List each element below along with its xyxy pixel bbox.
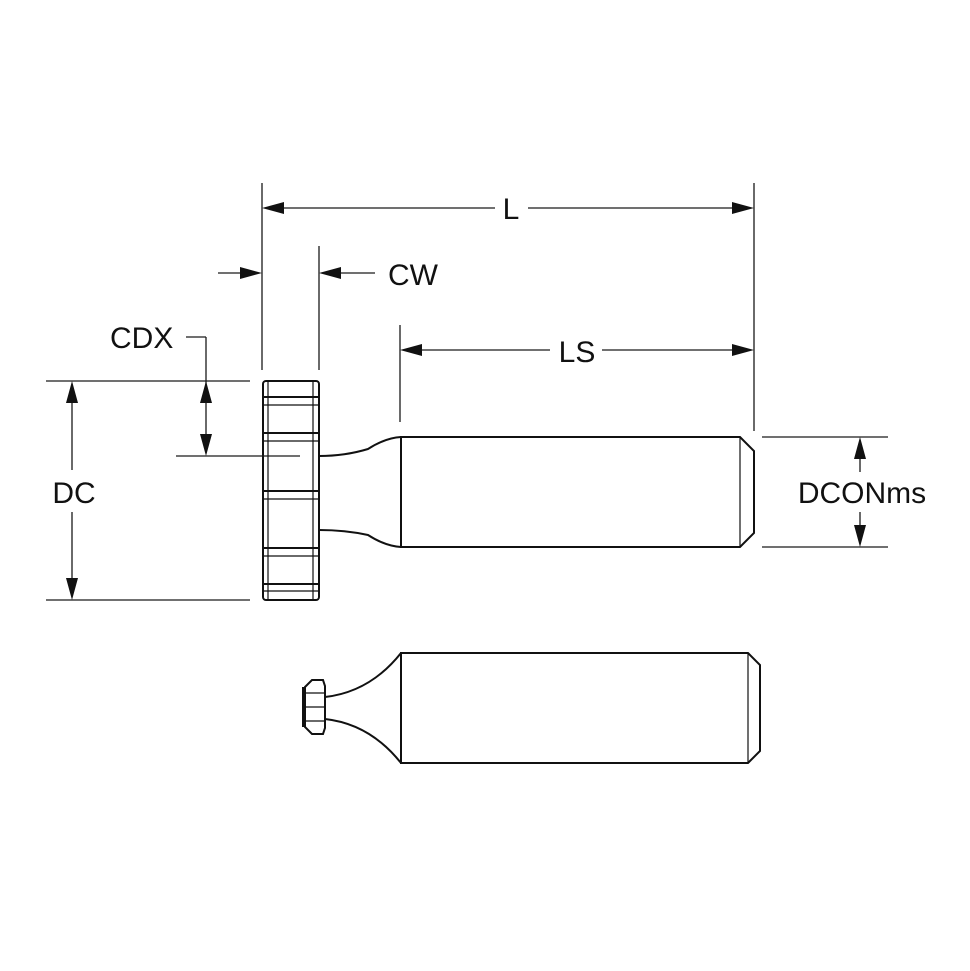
dimension-DCONms: DCONms [762, 436, 926, 548]
cutter-neck [318, 436, 402, 548]
cutter-head [262, 380, 320, 601]
dimension-CW: CW [218, 246, 439, 370]
label-L: L [503, 193, 520, 226]
dimension-CDX: CDX [110, 322, 300, 457]
label-CDX: CDX [110, 322, 173, 355]
label-LS: LS [559, 336, 596, 369]
label-DC: DC [52, 477, 95, 510]
cutter-secondary-view [302, 652, 761, 764]
cutter-side-view [262, 380, 755, 601]
dimension-DC: DC [46, 380, 250, 601]
dimension-LS: LS [399, 325, 754, 422]
label-DCONms: DCONms [798, 477, 926, 510]
label-CW: CW [388, 259, 439, 292]
dimension-L: L [261, 183, 755, 431]
cutter-shank [400, 436, 755, 548]
